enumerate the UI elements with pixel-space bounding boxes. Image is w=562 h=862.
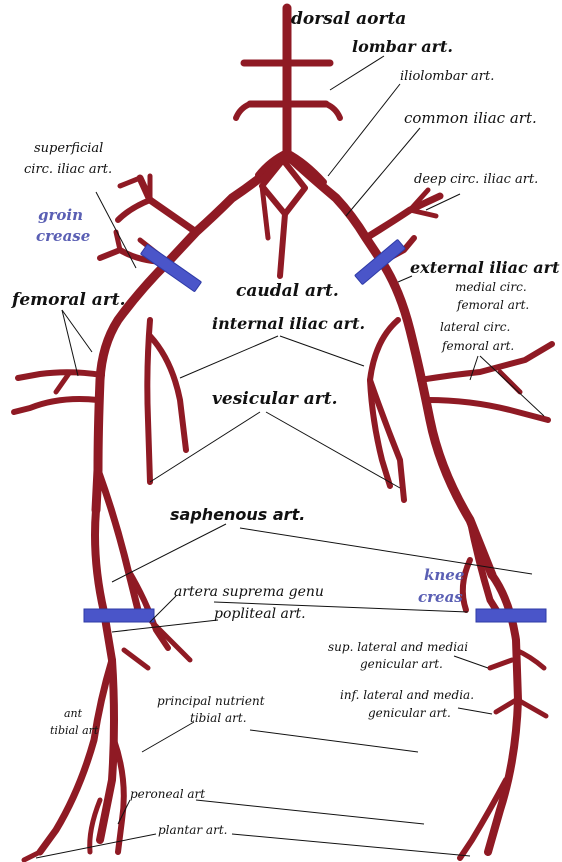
leader-saphenous-right — [240, 528, 532, 574]
label-dorsal-aorta: dorsal aorta — [291, 9, 406, 29]
leader-internal-iliac-left — [180, 336, 278, 378]
leader-femoral-b — [62, 310, 78, 376]
common-iliac-right-vessel — [287, 155, 382, 262]
right-inf-genicular-branch-b — [496, 700, 516, 712]
leader-principal-nutrient-right — [250, 730, 418, 752]
label-common-iliac-art: common iliac art. — [404, 109, 537, 127]
label-peroneal-art: peroneal art — [130, 787, 205, 801]
label-deep-circ-iliac-art: deep circ. iliac art. — [414, 172, 538, 187]
iliolombar-right-curl — [326, 104, 340, 118]
label-inf-genicular-1: inf. lateral and media. — [340, 688, 474, 702]
label-lombar-art: lombar art. — [352, 37, 453, 56]
leader-sup-genicular — [454, 656, 488, 668]
leader-peroneal-right — [196, 800, 424, 824]
label-groin-crease-2: crease — [36, 227, 90, 245]
leader-lateral-circ — [470, 356, 478, 380]
left-vesicular-vessel — [150, 336, 186, 450]
left-foot-branch — [24, 852, 40, 860]
leader-plantar-right — [232, 834, 470, 856]
label-ant-tibial-1: ant — [64, 707, 83, 720]
right-inf-genicular-branch — [518, 700, 546, 716]
left-popliteal-vessel — [95, 510, 112, 660]
label-superficial-circ-iliac-2: circ. iliac art. — [24, 162, 112, 177]
lateral-circ-femoral-branch — [500, 372, 520, 392]
iliolombar-left-curl — [236, 104, 250, 118]
label-principal-nutrient-1: principal nutrient — [157, 694, 265, 708]
left-genicular-branch-a — [150, 620, 190, 660]
label-lateral-circ-femoral-1: lateral circ. — [440, 320, 510, 334]
label-artera-suprema-genu: artera suprema genu — [174, 584, 324, 600]
left-femoral-lateral-branch — [18, 372, 102, 378]
groin-crease-marker-right — [355, 239, 406, 284]
right-internal-iliac-vessel — [370, 320, 398, 486]
caudal-artery-vessel — [280, 214, 285, 276]
leader-common-iliac — [346, 128, 420, 216]
right-tibial-vessel — [488, 700, 518, 852]
label-internal-iliac-art: internal iliac art. — [212, 314, 365, 333]
label-sup-genicular-2: genicular art. — [360, 657, 443, 671]
label-lateral-circ-femoral-2: femoral art. — [441, 339, 514, 353]
deep-circ-iliac-branch-b — [410, 210, 436, 216]
leader-principal-nutrient-left — [142, 722, 194, 752]
label-femoral-art: femoral art. — [11, 290, 126, 310]
label-knee-crease-2: creas — [418, 588, 463, 606]
right-sup-genicular-branch-b — [490, 660, 512, 668]
superficial-circ-iliac-branch-a — [118, 200, 150, 220]
label-vesicular-art: vesicular art. — [212, 389, 338, 409]
knee-crease-marker-left — [84, 609, 154, 622]
label-iliolombar-art: iliolombar art. — [400, 69, 494, 84]
label-plantar-art: plantar art. — [158, 823, 227, 837]
leader-femoral-a — [62, 310, 92, 352]
label-inf-genicular-2: genicular art. — [368, 706, 451, 720]
left-plantar-vessel — [90, 800, 100, 852]
deep-circ-iliac-vessel — [366, 196, 440, 238]
leader-lombar — [330, 56, 384, 90]
superficial-circ-iliac-branch-b — [120, 178, 140, 186]
label-principal-nutrient-2: tibial art. — [190, 711, 247, 725]
knee-crease-marker-right — [476, 609, 546, 622]
left-saphenous-vessel — [98, 470, 138, 610]
label-ant-tibial-2: tibial art — [50, 724, 99, 737]
label-sup-genicular-1: sup. lateral and mediai — [328, 640, 468, 654]
common-iliac-left-vessel — [168, 155, 287, 262]
label-superficial-circ-iliac-1: superficial — [34, 141, 103, 156]
leader-internal-iliac-right — [280, 336, 364, 366]
leader-vesicular-left — [150, 412, 260, 482]
leader-inf-genicular — [458, 708, 492, 714]
label-medial-circ-femoral-2: femoral art. — [456, 298, 529, 312]
left-genicular-branch-b — [124, 650, 148, 668]
label-medial-circ-femoral-1: medial circ. — [455, 280, 527, 294]
label-caudal-art: caudal art. — [236, 281, 339, 301]
left-internal-iliac-vessel — [147, 320, 150, 482]
leader-iliolombar — [328, 84, 400, 176]
left-femoral-lateral-branch-b — [14, 399, 98, 412]
label-knee-crease-1: knee — [424, 566, 464, 584]
label-popliteal-art: popliteal art. — [214, 606, 306, 622]
label-saphenous-art: saphenous art. — [170, 505, 305, 524]
label-groin-crease-1: groin — [38, 206, 83, 224]
label-external-iliac-art: external iliac art — [410, 258, 560, 277]
right-popliteal-vessel — [492, 575, 518, 700]
leader-saphenous-left — [112, 524, 226, 582]
